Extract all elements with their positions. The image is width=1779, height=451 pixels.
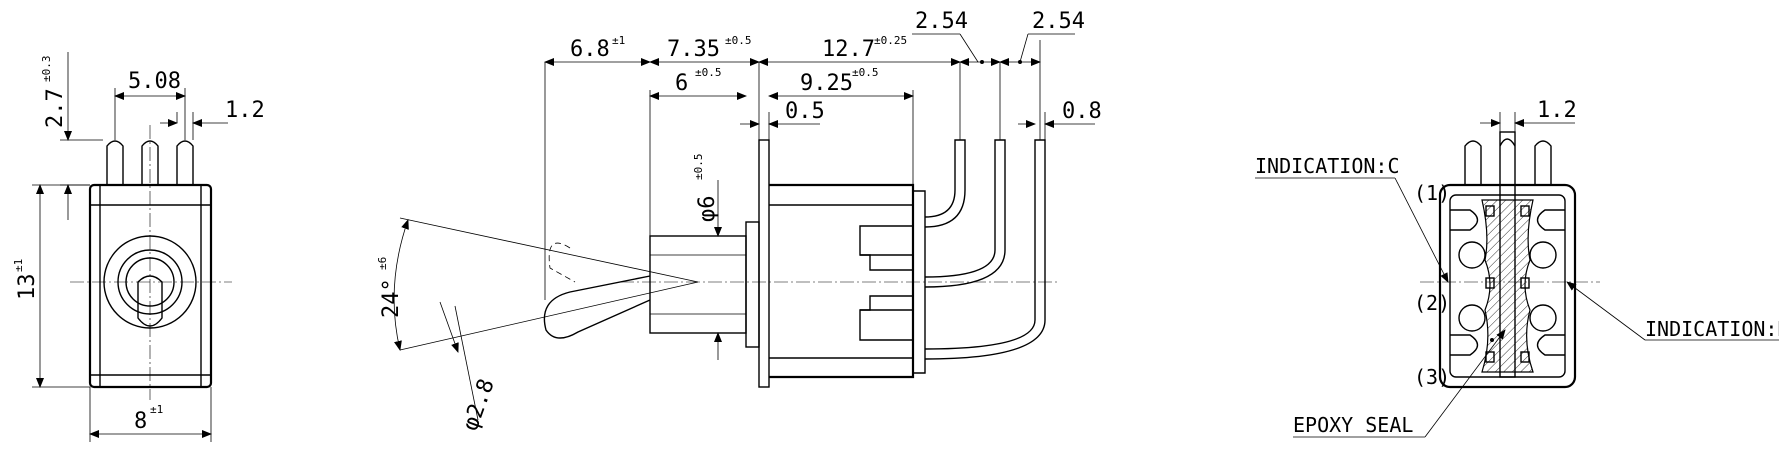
back-view: 1.2 INDICATION:C (1) (2) (3) INDICATION:…	[1255, 98, 1779, 438]
side-angle-tol: ±6	[376, 257, 389, 270]
side-flange	[758, 139, 770, 388]
front-view: 5.08 1.2 2.7 ±0.3 13 ±1 8 ±1	[12, 52, 265, 442]
back-pin-width: 1.2	[1537, 98, 1577, 123]
side-lever-dia: φ2.8	[458, 376, 500, 434]
front-body-width: 8	[134, 409, 147, 434]
side-terminals	[924, 139, 1046, 360]
indication-d-label: INDICATION:D	[1645, 317, 1779, 341]
side-flange: 0.5	[785, 99, 825, 124]
side-bushing-thread: 6	[675, 71, 688, 96]
front-body-height: 13	[15, 274, 40, 301]
side-term-width: 0.8	[1062, 99, 1102, 124]
side-lever-len: 6.8	[570, 37, 610, 62]
side-bushing-len: 7.35	[667, 37, 720, 62]
side-body-to-term: 12.7	[822, 37, 875, 62]
pos-2-label: (2)	[1414, 291, 1450, 315]
front-body-width-tol: ±1	[150, 403, 163, 416]
side-angle: 24°	[379, 278, 404, 318]
front-pin-height-tol: ±0.3	[40, 56, 53, 83]
front-pin-height: 2.7	[43, 88, 68, 128]
front-body-height-tol: ±1	[12, 259, 25, 272]
side-body-len-tol: ±0.5	[852, 66, 879, 79]
side-bushing-dia: φ6	[695, 196, 720, 223]
side-term-pitch-2: 2.54	[1032, 9, 1085, 34]
side-bushing-dia-tol: ±0.5	[692, 154, 705, 181]
pos-1-label: (1)	[1414, 181, 1450, 205]
epoxy-seal-area	[1481, 199, 1534, 373]
indication-c-label: INDICATION:C	[1255, 154, 1400, 178]
front-pin-width: 1.2	[225, 98, 265, 123]
side-view: 24° ±6 φ2.8 6.8 ±1 7.35 ±0.5 12.7 ±0.25 …	[376, 9, 1102, 434]
side-bushing	[649, 221, 760, 348]
side-body-len: 9.25	[800, 71, 853, 96]
pos-3-label: (3)	[1414, 365, 1450, 389]
front-pin-pitch: 5.08	[128, 69, 181, 94]
side-body	[769, 183, 926, 379]
side-term-pitch-1: 2.54	[915, 9, 968, 34]
epoxy-seal-label: EPOXY SEAL	[1293, 413, 1413, 437]
side-lever	[543, 242, 651, 339]
side-bushing-thread-tol: ±0.5	[695, 66, 722, 79]
side-lever-len-tol: ±1	[612, 34, 625, 47]
side-bushing-len-tol: ±0.5	[725, 34, 752, 47]
front-pins	[106, 140, 194, 185]
front-body	[88, 183, 213, 389]
side-body-to-term-tol: ±0.25	[874, 34, 907, 47]
